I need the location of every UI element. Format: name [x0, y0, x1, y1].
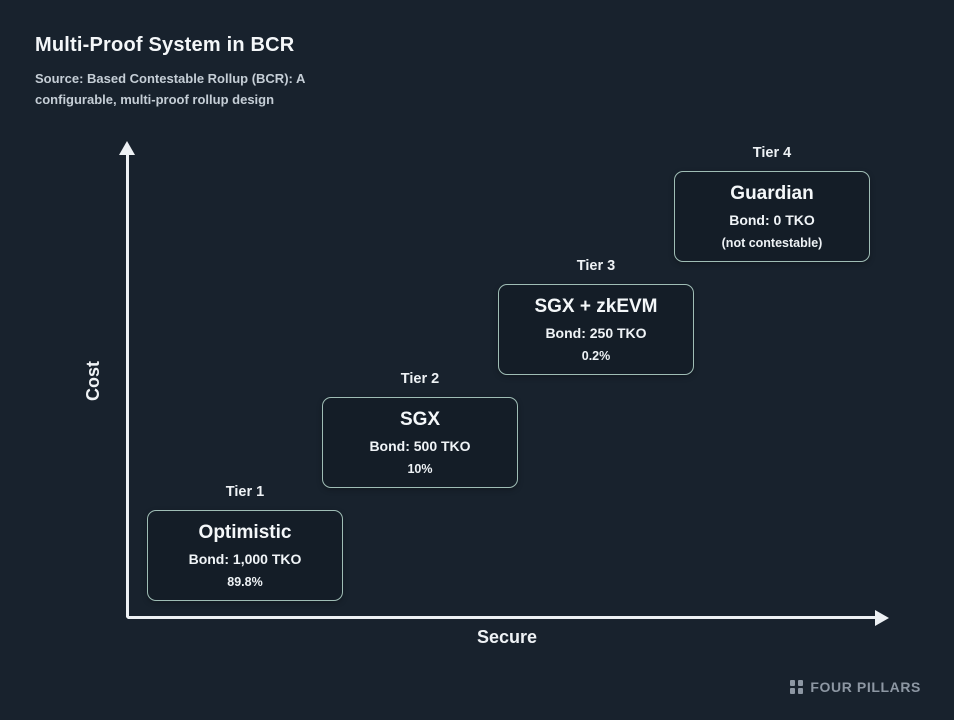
- tier-2-label: Tier 2: [400, 371, 440, 387]
- source-note-line-2: configurable, multi-proof rollup design: [35, 92, 275, 107]
- tier-1-label: Tier 1: [225, 484, 265, 500]
- tier-3-label: Tier 3: [576, 258, 616, 274]
- four-pillars-brand: FOUR PILLARS: [789, 679, 921, 695]
- tier-1-bond: Bond: 1,000 TKO: [188, 550, 302, 567]
- tier-4-name: Guardian: [730, 182, 814, 204]
- tier-1-name: Optimistic: [198, 521, 292, 543]
- tier-group-3: Tier 3 SGX + zkEVM Bond: 250 TKO 0.2%: [498, 258, 694, 375]
- tier-3-name: SGX + zkEVM: [534, 295, 658, 317]
- y-axis-label: Cost: [83, 361, 103, 401]
- tier-box-optimistic: Optimistic Bond: 1,000 TKO 89.8%: [147, 510, 343, 601]
- tier-4-label: Tier 4: [752, 145, 792, 161]
- tier-group-4: Tier 4 Guardian Bond: 0 TKO (not contest…: [674, 145, 870, 262]
- tier-4-note: (not contestable): [721, 235, 823, 250]
- tier-4-bond: Bond: 0 TKO: [729, 211, 815, 228]
- x-axis-label: Secure: [476, 627, 538, 647]
- tier-group-1: Tier 1 Optimistic Bond: 1,000 TKO 89.8%: [147, 484, 343, 601]
- tier-box-guardian: Guardian Bond: 0 TKO (not contestable): [674, 171, 870, 262]
- brand-name: FOUR PILLARS: [810, 679, 921, 695]
- tier-1-note: 89.8%: [227, 574, 263, 589]
- tier-2-bond: Bond: 500 TKO: [369, 437, 471, 454]
- y-axis-line: [126, 152, 129, 618]
- tier-2-name: SGX: [399, 408, 441, 430]
- tier-box-sgx-zkevm: SGX + zkEVM Bond: 250 TKO 0.2%: [498, 284, 694, 375]
- x-axis-line: [127, 616, 879, 619]
- tier-group-2: Tier 2 SGX Bond: 500 TKO 10%: [322, 371, 518, 488]
- page-title: Multi-Proof System in BCR: [35, 34, 295, 56]
- tier-box-sgx: SGX Bond: 500 TKO 10%: [322, 397, 518, 488]
- tier-3-bond: Bond: 250 TKO: [545, 324, 647, 341]
- source-note: Source: Based Contestable Rollup (BCR): …: [35, 68, 305, 110]
- source-note-line-1: Source: Based Contestable Rollup (BCR): …: [35, 71, 306, 86]
- y-axis-arrow-icon: [119, 141, 135, 155]
- four-pillars-logo-icon: [789, 680, 804, 694]
- tier-3-note: 0.2%: [581, 348, 611, 363]
- x-axis-arrow-icon: [875, 609, 889, 626]
- tier-2-note: 10%: [407, 461, 433, 476]
